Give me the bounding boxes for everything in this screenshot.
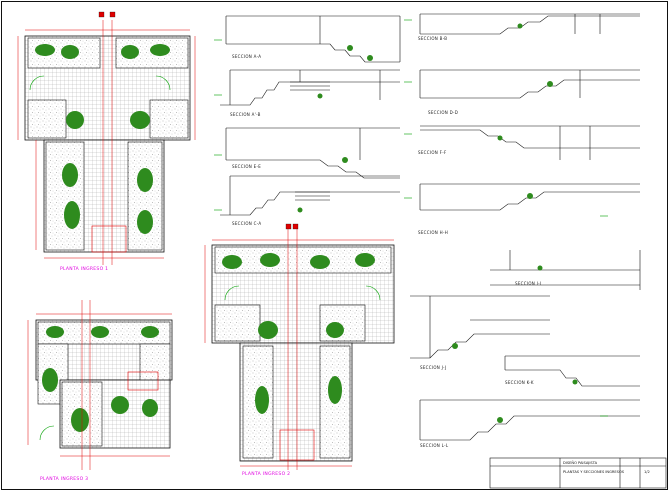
section-label-e-e: SECCION E-E — [232, 164, 262, 169]
section-label-a2-b: SECCION A'-B — [230, 112, 261, 117]
section-label-h-h: SECCION H-H — [418, 230, 449, 235]
section-column-left — [220, 15, 401, 216]
title-block-frame — [489, 457, 667, 489]
plan-label-1: PLANTA INGRESO 1 — [60, 267, 109, 272]
section-label-k-k: SECCION K-K — [505, 380, 534, 385]
section-label-i-i: SECCION I-I — [515, 281, 542, 286]
section-label-l-l: SECCION L-L — [420, 443, 449, 448]
section-label-j-j: SECCION J-J — [420, 365, 447, 370]
title-block-project: DISEÑO PAISAJISTA — [563, 461, 598, 465]
title-block-sheet: 1/2 — [644, 470, 650, 474]
section-label-f-f: SECCION F-F — [418, 150, 447, 155]
plan-ingreso-1 — [17, 20, 196, 265]
title-block-subtitle: PLANTAS Y SECCIONES INGRESOS — [563, 470, 625, 474]
plan-ingreso-3 — [27, 300, 173, 470]
section-column-right — [410, 13, 641, 441]
section-label-b-b: SECCION B-B — [418, 36, 448, 41]
section-label-d-d: SECCION D-D — [428, 110, 459, 115]
plan-label-2: PLANTA INGRESO 2 — [242, 472, 291, 477]
section-label-a-a: SECCION A-A — [232, 54, 262, 59]
plan-ingreso-2 — [204, 228, 395, 470]
section-label-c-a: SECCION C-A — [232, 221, 262, 226]
plan-label-3: PLANTA INGRESO 3 — [40, 477, 89, 482]
